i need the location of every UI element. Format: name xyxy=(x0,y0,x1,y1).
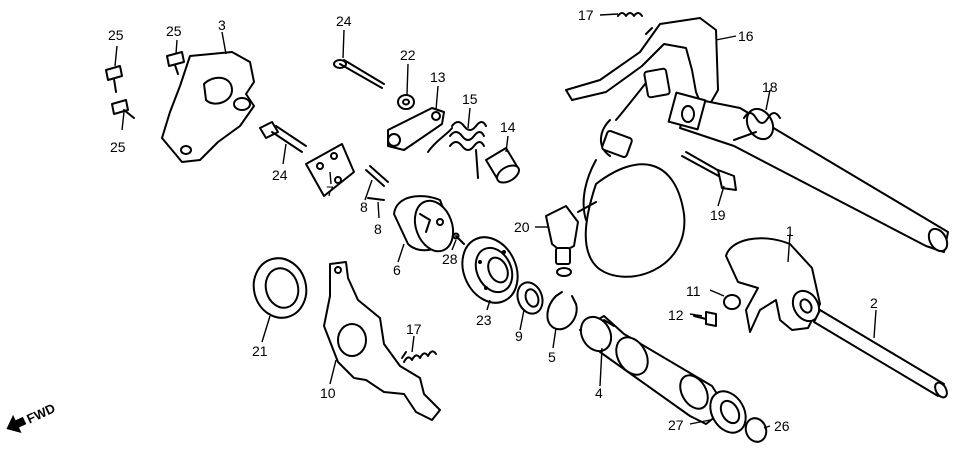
callout-24-upper: 24 xyxy=(336,13,352,29)
fwd-arrow-icon xyxy=(6,414,27,433)
callout-9: 9 xyxy=(515,328,523,344)
callout-15: 15 xyxy=(462,91,478,107)
plate-10 xyxy=(323,261,441,421)
callout-labels: 25 25 25 3 24 22 13 15 14 24 7 8 8 6 28 … xyxy=(108,7,878,434)
callout-2: 2 xyxy=(870,295,878,311)
callout-4: 4 xyxy=(595,385,603,401)
callout-10: 10 xyxy=(320,385,336,401)
callout-3: 3 xyxy=(218,17,226,33)
bearing-23 xyxy=(461,236,519,304)
spring-18 xyxy=(733,112,781,141)
bearing-27 xyxy=(709,390,747,434)
callout-26: 26 xyxy=(774,418,790,434)
callout-1: 1 xyxy=(786,223,794,239)
callout-11: 11 xyxy=(686,283,701,299)
shift-drum-4 xyxy=(579,315,727,425)
pin-8-lower xyxy=(367,197,385,201)
callout-24-lower: 24 xyxy=(272,167,288,183)
callout-17-upper: 17 xyxy=(578,7,594,23)
callout-25-mid: 25 xyxy=(166,23,182,39)
shift-shaft-16 xyxy=(565,17,719,221)
callout-14: 14 xyxy=(500,119,516,135)
callout-20: 20 xyxy=(514,219,530,235)
switch-20 xyxy=(545,163,686,278)
spring-17-upper xyxy=(617,12,643,17)
bolt-19 xyxy=(681,151,737,191)
callout-5: 5 xyxy=(548,349,556,365)
collar-14 xyxy=(485,147,520,184)
shift-fork-1 xyxy=(725,237,821,333)
spindle-shaft xyxy=(667,91,949,253)
circlip-5 xyxy=(546,291,578,331)
fwd-indicator: FWD xyxy=(6,400,57,433)
screw-25-upper xyxy=(105,65,123,93)
ring-9 xyxy=(516,281,544,315)
fork-shaft-2 xyxy=(813,309,948,399)
callout-13: 13 xyxy=(430,69,446,85)
screw-25-lower xyxy=(111,99,135,119)
callout-25-upper: 25 xyxy=(108,27,124,43)
leader-lines xyxy=(114,13,877,429)
pin-12 xyxy=(693,311,717,327)
ring-21 xyxy=(252,257,308,319)
callout-8-upper: 8 xyxy=(360,199,368,215)
bolt-24-upper xyxy=(333,59,385,89)
spring-15 xyxy=(427,121,487,179)
screw-25-mid xyxy=(166,51,185,75)
drum-6 xyxy=(393,195,455,253)
callout-27: 27 xyxy=(668,417,684,433)
arm-13 xyxy=(387,107,445,151)
callout-22: 22 xyxy=(400,47,416,63)
pin-28 xyxy=(452,232,465,245)
bracket-7 xyxy=(305,143,355,197)
callout-19: 19 xyxy=(710,207,726,223)
plate-3 xyxy=(161,51,255,163)
callout-25-lower: 25 xyxy=(110,139,126,155)
bolt-24-lower xyxy=(259,121,307,153)
callout-8-lower: 8 xyxy=(374,221,382,237)
callout-7: 7 xyxy=(326,183,334,199)
fwd-label: FWD xyxy=(24,400,57,426)
spring-17-lower xyxy=(401,350,437,363)
pin-8-upper xyxy=(365,165,389,187)
callout-23: 23 xyxy=(476,312,492,328)
callout-6: 6 xyxy=(393,262,401,278)
callout-12: 12 xyxy=(668,307,684,323)
callout-17-lower: 17 xyxy=(406,321,422,337)
washer-22 xyxy=(397,94,415,110)
callout-18: 18 xyxy=(762,79,778,95)
callout-21: 21 xyxy=(252,343,268,359)
roller-11 xyxy=(723,294,741,310)
callout-16: 16 xyxy=(738,28,754,44)
circlip-26 xyxy=(744,417,768,443)
callout-28: 28 xyxy=(442,251,458,267)
